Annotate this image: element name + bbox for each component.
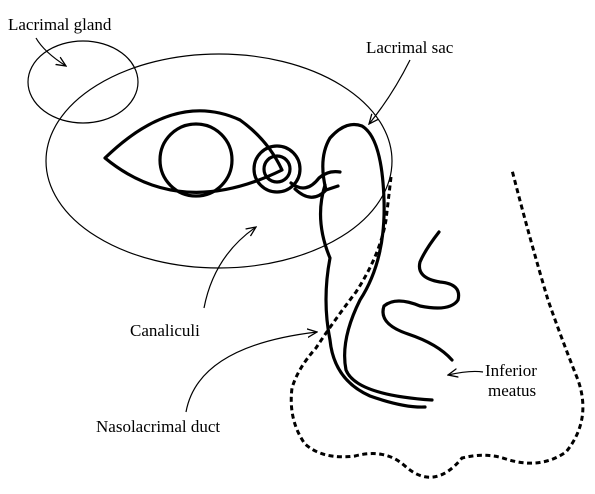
lacrimal-sac-duct — [323, 125, 432, 401]
label-lacrimal-gland: Lacrimal gland — [8, 15, 112, 34]
label-canaliculi: Canaliculi — [130, 321, 200, 340]
label-lacrimal-sac: Lacrimal sac — [366, 38, 454, 57]
arrow-inferior-meatus — [448, 371, 483, 375]
orbit-region-ellipse — [46, 54, 392, 268]
nasolacrimal-duct-inner — [321, 185, 425, 407]
label-inferior-meatus-line1: Inferior — [485, 361, 537, 380]
lacrimal-gland-ellipse — [28, 41, 138, 123]
eye-iris — [160, 124, 232, 196]
inferior-turbinate — [383, 232, 459, 360]
nose-outline-dashed — [291, 170, 583, 477]
label-inferior-meatus-line2: meatus — [488, 381, 536, 400]
arrow-nasolacrimal-duct — [186, 332, 317, 412]
arrow-lacrimal-gland — [36, 38, 66, 66]
label-nasolacrimal-duct: Nasolacrimal duct — [96, 417, 220, 436]
